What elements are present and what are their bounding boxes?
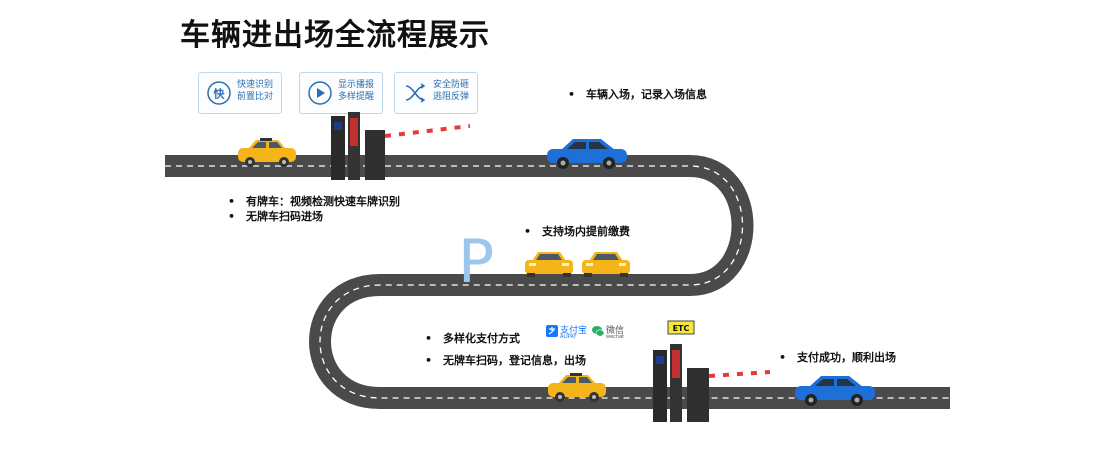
entrance-barrier-box [365, 130, 385, 180]
feature-badge-safety: 安全防砸 逃阻反弹 [394, 72, 478, 114]
feature-line: 多样提醒 [338, 92, 375, 102]
parked-car [582, 252, 630, 277]
feature-line: 快速识别 [237, 80, 274, 90]
bullet-prepay: •支持场内提前缴费 [524, 225, 630, 238]
bullet-entry: •车辆入场，记录入场信息 [568, 88, 707, 101]
feature-line: 安全防砸 [433, 80, 470, 90]
entrance-barrier-arm [384, 124, 471, 138]
exit-barrier-box [687, 368, 709, 422]
feature-line: 前置比对 [237, 92, 274, 102]
wechat-icon [592, 326, 604, 337]
feature-badge-quick: 快 快速识别 前置比对 [198, 72, 282, 114]
feature-line: 逃阻反弹 [433, 92, 470, 102]
parked-car [525, 252, 573, 277]
quick-char-icon: 快 [207, 81, 231, 105]
exit-camera-pole [653, 350, 667, 422]
wechat-logo: 微信 wechat [592, 323, 632, 341]
bullet-plate-recognition: •有牌车：视频检测快速车牌识别 [228, 195, 400, 208]
bullet-payment-methods: •多样化支付方式 [425, 332, 520, 345]
bullet-noplate-exit: •无牌车扫码，登记信息，出场 [425, 354, 586, 367]
etc-badge [667, 320, 695, 335]
feature-badge-display: 显示播报 多样提醒 [299, 72, 383, 114]
bullet-noplate-entry: •无牌车扫码进场 [228, 210, 323, 223]
alipay-icon [546, 325, 558, 337]
page-title: 车辆进出场全流程展示 [180, 18, 490, 53]
road-center-line [165, 165, 950, 399]
entrance-camera-pole [331, 116, 345, 180]
play-icon [308, 81, 332, 105]
exit-barrier-arm [708, 370, 771, 378]
svg-text:ETC: ETC [673, 324, 690, 333]
parking-sign: P [458, 227, 494, 297]
cross-arrows-icon [405, 83, 426, 103]
bullet-exit: •支付成功，顺利出场 [779, 351, 896, 364]
feature-line: 显示播报 [338, 80, 375, 90]
svg-text:快: 快 [213, 87, 226, 101]
alipay-logo: 支付宝 ALIPAY [546, 323, 588, 341]
